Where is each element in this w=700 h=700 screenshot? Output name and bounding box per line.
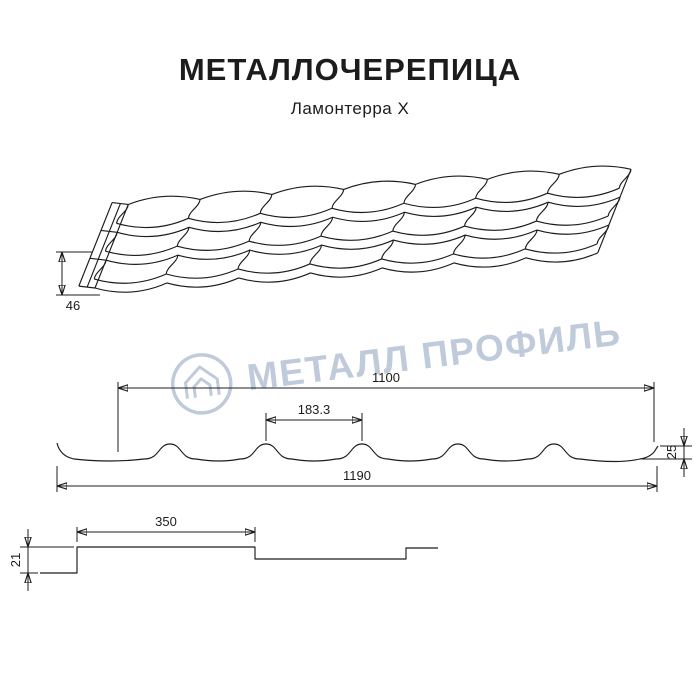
dimension-21-label: 21 [8,553,23,567]
dimension-1190-label: 1190 [343,468,371,483]
step-profile: 350 21 [8,514,438,591]
dimension-46-label: 46 [66,298,80,313]
step-curve [40,546,438,574]
tile-rows [94,165,632,293]
sheet-flange [78,202,129,289]
perspective-view [78,165,632,293]
profile-curve [56,442,659,463]
dimension-183-label: 183.3 [298,402,331,417]
dimension-1100-label: 1100 [372,370,400,385]
cross-section-profile: 1100 183.3 25 1190 [56,370,692,492]
sheet-edges [94,169,632,289]
dimension-350-label: 350 [155,514,177,529]
page-title: МЕТАЛЛОЧЕРЕПИЦА [178,52,522,87]
tile-wave-connectors [93,169,632,280]
perspective-dimensions: 46 [56,251,100,313]
page-subtitle: Ламонтерра X [290,99,410,118]
dimension-25-label: 25 [664,445,679,459]
